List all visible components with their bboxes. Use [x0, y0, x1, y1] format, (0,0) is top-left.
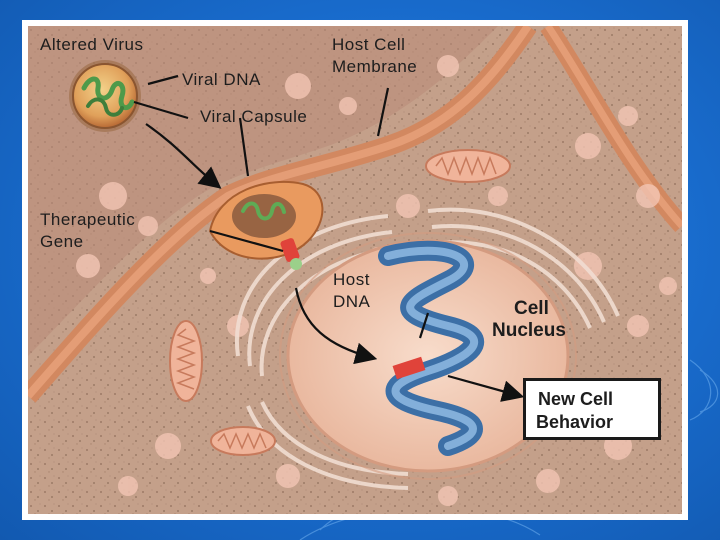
mitochondrion [425, 149, 511, 183]
new-cell-behavior-box: New Cell Behavior [523, 378, 661, 440]
endoplasmic-reticulum [234, 207, 620, 490]
mitochondrion [169, 320, 203, 402]
label-therapeutic-gene-line2: Gene [40, 232, 84, 251]
label-host-dna-line2: DNA [333, 292, 371, 311]
label-viral-capsule: Viral Capsule [200, 107, 308, 126]
label-host-cell-membrane-line2: Membrane [332, 57, 418, 76]
label-host-dna-line1: Host [333, 270, 370, 289]
therapeutic-gene-shape [280, 238, 302, 270]
vesicles [76, 55, 677, 506]
label-new-cell-behavior-line2: Behavior [536, 412, 614, 432]
altered-virus [69, 60, 141, 132]
viral-dna-helix [81, 76, 135, 111]
neighbor-cell [28, 26, 498, 356]
label-altered-virus: Altered Virus [40, 35, 144, 54]
mitochondrion [210, 426, 276, 456]
label-cell-nucleus-line1: Cell [514, 298, 549, 319]
host-dna-helix [378, 240, 484, 456]
label-new-cell-behavior-line1: New Cell [538, 389, 614, 409]
label-therapeutic-gene-line1: Therapeutic [40, 210, 136, 229]
label-cell-nucleus-line2: Nucleus [492, 320, 566, 341]
inserted-gene [392, 356, 426, 380]
label-viral-dna: Viral DNA [182, 70, 261, 89]
label-host-cell-membrane-line1: Host Cell [332, 35, 406, 54]
arrows [133, 74, 525, 402]
